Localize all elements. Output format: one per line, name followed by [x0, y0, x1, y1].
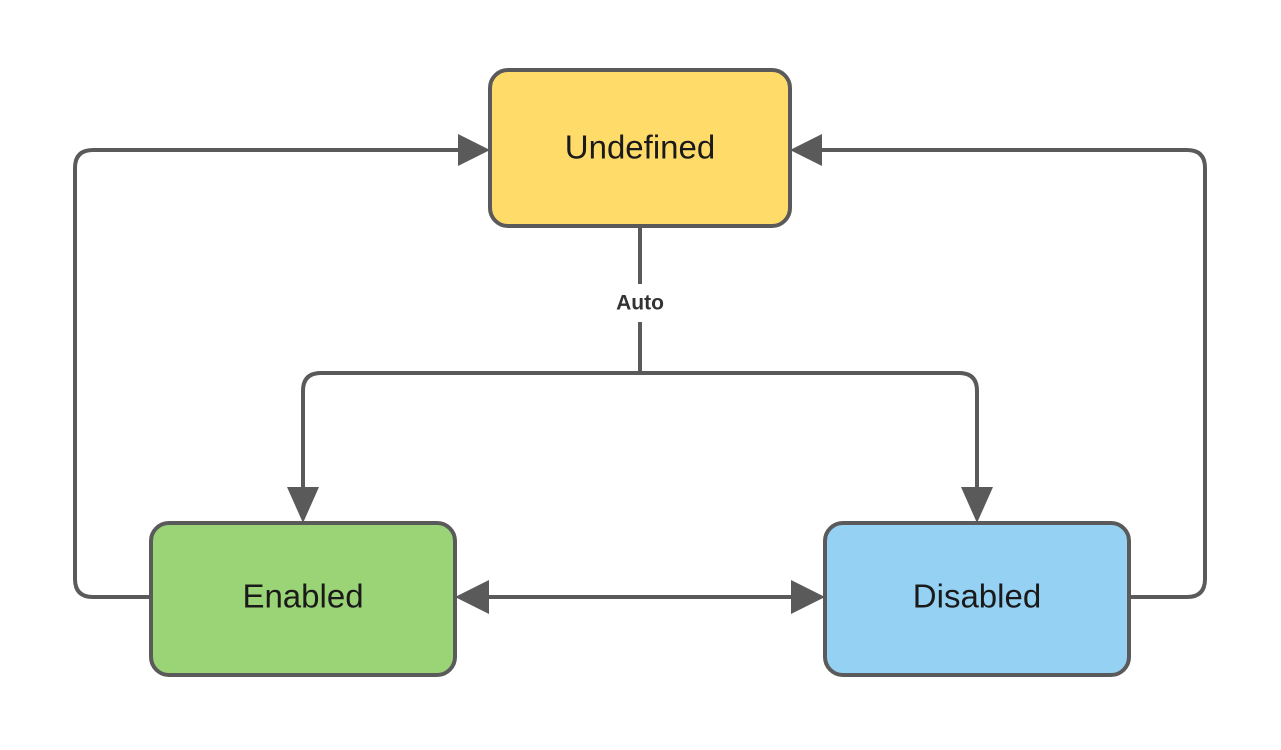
node-enabled[interactable]: Enabled: [149, 521, 457, 677]
arrowhead-into-undefined-left: [458, 134, 490, 166]
edge-enabled-disabled-bidirectional[interactable]: [455, 580, 825, 614]
edge-label-auto-background: [592, 284, 688, 322]
edge-path-branch-left: [301, 371, 640, 487]
arrowhead-into-enabled-side: [455, 580, 489, 614]
node-disabled-shape: [823, 521, 1131, 677]
edge-path-branch-right: [640, 371, 979, 487]
edge-undefined-to-disabled[interactable]: [640, 371, 993, 523]
arrowhead-into-disabled-side: [791, 580, 825, 614]
edge-disabled-to-undefined[interactable]: [790, 134, 1207, 599]
arrowhead-into-enabled: [287, 487, 319, 523]
edge-enabled-to-undefined[interactable]: [73, 134, 490, 599]
edge-undefined-to-enabled[interactable]: [287, 226, 642, 523]
node-enabled-shape: [149, 521, 457, 677]
arrowhead-into-undefined-right: [790, 134, 822, 166]
arrowhead-into-disabled: [961, 487, 993, 523]
edge-label-auto-group: Auto: [592, 284, 688, 322]
edge-path-disabled-to-undefined: [808, 148, 1207, 599]
node-undefined-shape: [488, 68, 792, 228]
edge-path-enabled-to-undefined: [73, 148, 472, 599]
node-undefined[interactable]: Undefined: [488, 68, 792, 228]
node-disabled[interactable]: Disabled: [823, 521, 1131, 677]
